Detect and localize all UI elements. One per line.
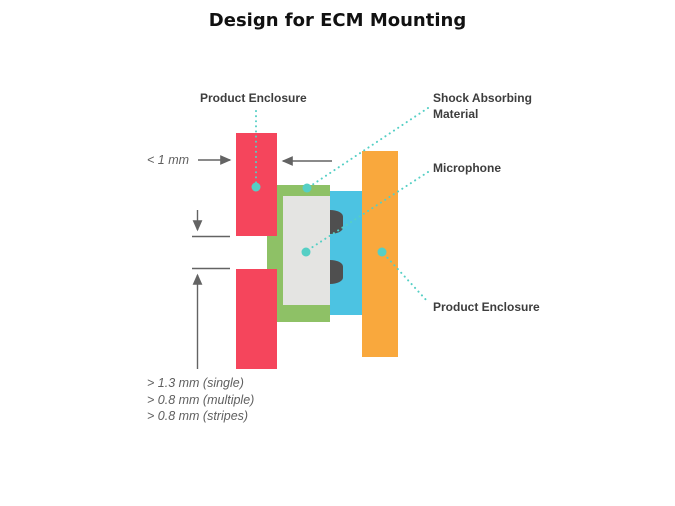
callout-line-microphone [307, 171, 429, 251]
callout-dot-product-enclosure-top [251, 182, 261, 192]
label-product-enclosure-right: Product Enclosure [433, 300, 540, 314]
callout-dot-shock-absorbing-material [302, 183, 312, 193]
shock-absorbing-material-notch-block [267, 236, 278, 269]
microphone-port-upper [330, 210, 343, 234]
dimension-text-wall-thickness: < 1 mm [147, 153, 190, 167]
diagram-title: Design for ECM Mounting [208, 10, 467, 31]
label-product-enclosure-top: Product Enclosure [200, 91, 307, 105]
callout-line-product-enclosure-right [383, 253, 429, 303]
callout-dot-microphone [301, 247, 311, 257]
callout-line-shock-absorbing-material [308, 107, 429, 188]
label-microphone: Microphone [433, 161, 501, 175]
callout-dot-product-enclosure-right [377, 247, 387, 257]
label-shock-absorbing-material: Shock Absorbing Material [433, 91, 532, 121]
microphone-port-lower [330, 260, 343, 284]
enclosure-front-wall-lower-block [236, 269, 277, 369]
dimension-text-sound-port: > 1.3 mm (single) > 0.8 mm (multiple) > … [147, 376, 255, 423]
